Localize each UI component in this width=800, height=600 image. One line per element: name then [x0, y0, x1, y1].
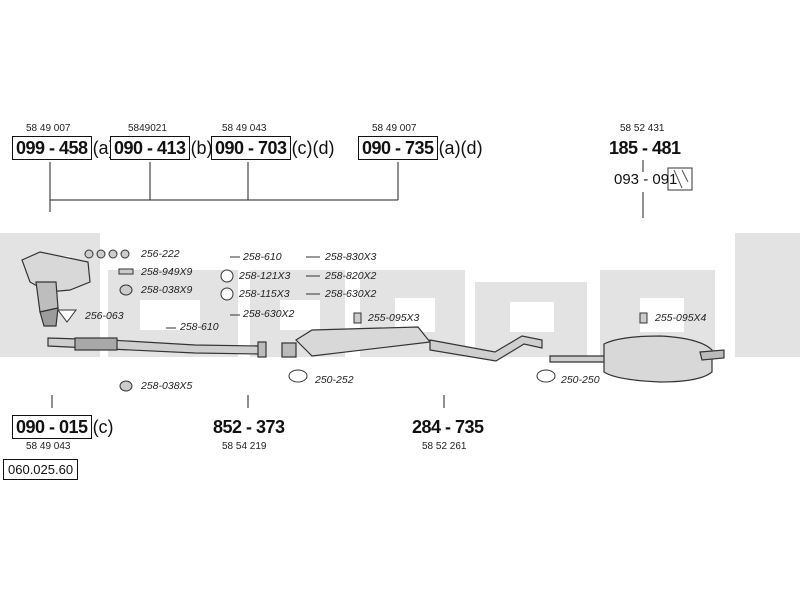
centre-silencer — [281, 326, 543, 362]
part-top-2[interactable]: 090 - 413(b) — [110, 136, 213, 160]
acc-250-252[interactable]: 250-252 — [315, 374, 354, 386]
part-bottom-1[interactable]: 090 - 015(c) — [12, 415, 114, 439]
acc-255-095-x4[interactable]: 255-095X4 — [655, 312, 707, 324]
acc-258-038-x5[interactable]: 258-038X5 — [141, 380, 193, 392]
part-top-1[interactable]: 099 - 458(a) — [12, 136, 115, 160]
acc-258-630-x2-b[interactable]: 258-630X2 — [325, 288, 377, 300]
acc-258-038-x9[interactable]: 258-038X9 — [141, 284, 193, 296]
acc-256-222[interactable]: 256-222 — [141, 248, 180, 260]
acc-258-830[interactable]: 258-830X3 — [325, 251, 377, 263]
oem-rear-mount: 58 52 431 — [620, 123, 665, 134]
acc-258-949[interactable]: 258-949X9 — [141, 266, 193, 278]
accessory-leaders — [166, 256, 320, 329]
part-number-box: 090 - 735 — [358, 136, 438, 160]
acc-258-630-x2-a[interactable]: 258-630X2 — [243, 308, 295, 320]
part-suffix: (a)(d) — [438, 138, 483, 158]
acc-258-610-a[interactable]: 258-610 — [180, 321, 219, 333]
part-top-4[interactable]: 090 - 735(a)(d) — [358, 136, 483, 160]
accessory-symbols — [57, 167, 693, 392]
oem-top-4: 58 49 007 — [372, 123, 417, 134]
leader-lines — [49, 160, 644, 408]
part-number-box: 090 - 015 — [12, 415, 92, 439]
acc-250-250[interactable]: 250-250 — [561, 374, 600, 386]
part-suffix: (c)(d) — [291, 138, 335, 158]
part-number-box: 090 - 703 — [211, 136, 291, 160]
part-bottom-2[interactable]: 852 - 373 — [213, 417, 285, 437]
oem-top-1: 58 49 007 — [26, 123, 71, 134]
part-suffix: (a) — [92, 138, 115, 158]
part-number-box: 099 - 458 — [12, 136, 92, 160]
rear-silencer — [549, 335, 725, 383]
oem-bottom-1: 58 49 043 — [26, 441, 71, 452]
acc-256-063[interactable]: 256-063 — [85, 310, 124, 322]
oem-top-3: 58 49 043 — [222, 123, 267, 134]
oem-bottom-3: 58 52 261 — [422, 441, 467, 452]
acc-258-115[interactable]: 258-115X3 — [239, 288, 290, 300]
acc-258-820[interactable]: 258-820X2 — [325, 270, 377, 282]
oem-bottom-2: 58 54 219 — [222, 441, 267, 452]
part-bracket[interactable]: 093 - 091 — [614, 171, 678, 188]
part-rear-mount[interactable]: 185 - 481 — [609, 138, 681, 158]
part-bottom-3[interactable]: 284 - 735 — [412, 417, 484, 437]
acc-258-121[interactable]: 258-121X3 — [239, 270, 291, 282]
acc-255-095-x3[interactable]: 255-095X3 — [368, 312, 420, 324]
acc-258-610-b[interactable]: 258-610 — [243, 251, 282, 263]
manifold-front-pipe — [21, 251, 267, 358]
oem-top-2: 5849021 — [128, 123, 167, 134]
part-suffix: (c) — [92, 417, 114, 437]
part-suffix: (b) — [190, 138, 213, 158]
part-number-box: 090 - 413 — [110, 136, 190, 160]
part-top-3[interactable]: 090 - 703(c)(d) — [211, 136, 335, 160]
diagram-reference: 060.025.60 — [3, 459, 79, 480]
